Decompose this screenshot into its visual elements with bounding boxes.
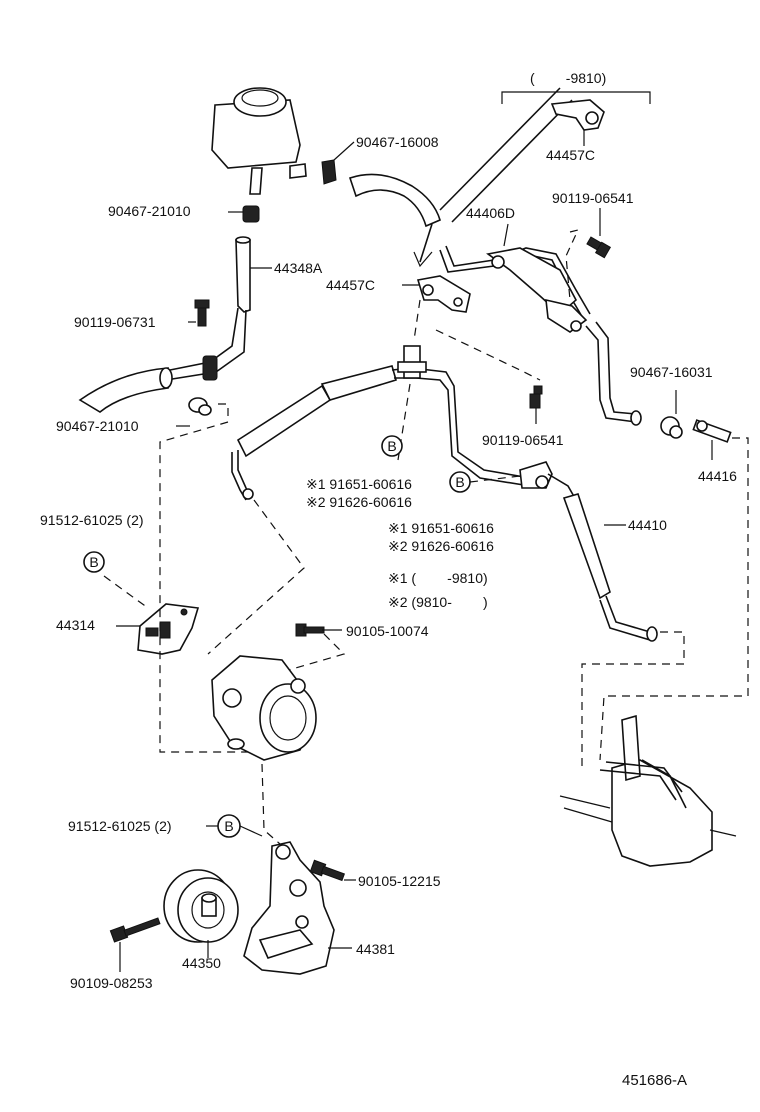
label-44350: 44350 [182,955,221,971]
label-90467-16008: 90467-16008 [356,134,439,150]
label-90109-08253: 90109-08253 [70,975,153,991]
diagram-id: 451686-A [622,1072,687,1089]
note-left-1: ※1 91651-60616 [306,476,412,492]
ref-b-marker-bottom: B [206,814,263,838]
label-90105-12215: 90105-12215 [358,873,441,889]
ref-b-marker-right: B [449,471,471,493]
note-right-2: ※2 91626-60616 [388,538,494,554]
label-90119-06541-mid: 90119-06541 [482,432,564,448]
label-90467-21010-top: 90467-21010 [108,203,191,219]
bolt-90109-08253 [109,917,161,972]
label-date-range-top: ( -9810) [530,70,606,86]
ref-b-marker-left: B [83,551,105,573]
label-91512-61025-top: 91512-61025 (2) [40,512,144,528]
range-bracket-top [501,91,651,104]
svg-text:B: B [455,474,464,490]
label-44314: 44314 [56,617,95,633]
bracket-44381 [243,841,352,975]
svg-text:B: B [387,438,396,454]
svg-text:B: B [224,818,233,834]
label-44416: 44416 [698,468,737,484]
label-44457C-top: 44457C [546,147,595,163]
label-90467-16031: 90467-16031 [630,364,713,380]
power-steering-pump [211,655,317,845]
bracket-44314 [103,403,252,753]
note-range-1: ※1 ( -9810) [388,570,488,586]
pressure-line-center [207,345,531,655]
bracket-44457C-top [550,99,605,146]
label-90119-06731: 90119-06731 [74,314,156,330]
reservoir-tank [211,87,307,195]
label-44348A: 44348A [274,260,323,276]
label-44381: 44381 [356,941,395,957]
return-hose-44348A [78,236,272,413]
union-44416 [599,419,749,761]
bolt-90119-06541-top [565,208,612,301]
clip-90467-16008 [321,141,355,185]
note-right-1: ※1 91651-60616 [388,520,494,536]
label-91512-61025-bottom: 91512-61025 (2) [68,818,172,834]
bolt-90119-06541-mid [529,385,543,424]
pressure-hose-44410 [469,461,658,642]
bolt-90105-12215 [309,859,356,882]
label-44406D: 44406D [466,205,515,221]
clamp-90467-16031 [660,390,683,439]
clamp-90467-21010-top [228,205,260,223]
note-left-2: ※2 91626-60616 [306,494,412,510]
pulley-44350 [163,869,239,958]
clamp-90467-21010-bottom [176,397,212,427]
label-44457C-mid: 44457C [326,277,375,293]
pressure-line-44406D [439,223,642,426]
bolt-90105-10074 [267,623,346,677]
label-90467-21010-bottom: 90467-21010 [56,418,139,434]
steering-gear [559,631,737,867]
suction-hose [348,87,573,268]
label-44410: 44410 [628,517,667,533]
label-90105-10074: 90105-10074 [346,623,429,639]
note-range-2: ※2 (9810- ) [388,594,488,610]
label-90119-06541-top: 90119-06541 [552,190,634,206]
bolt-90119-06731 [188,299,210,327]
bracket-44457C-mid [402,275,541,381]
svg-text:B: B [89,554,98,570]
ref-b-marker-center: B [381,435,403,457]
